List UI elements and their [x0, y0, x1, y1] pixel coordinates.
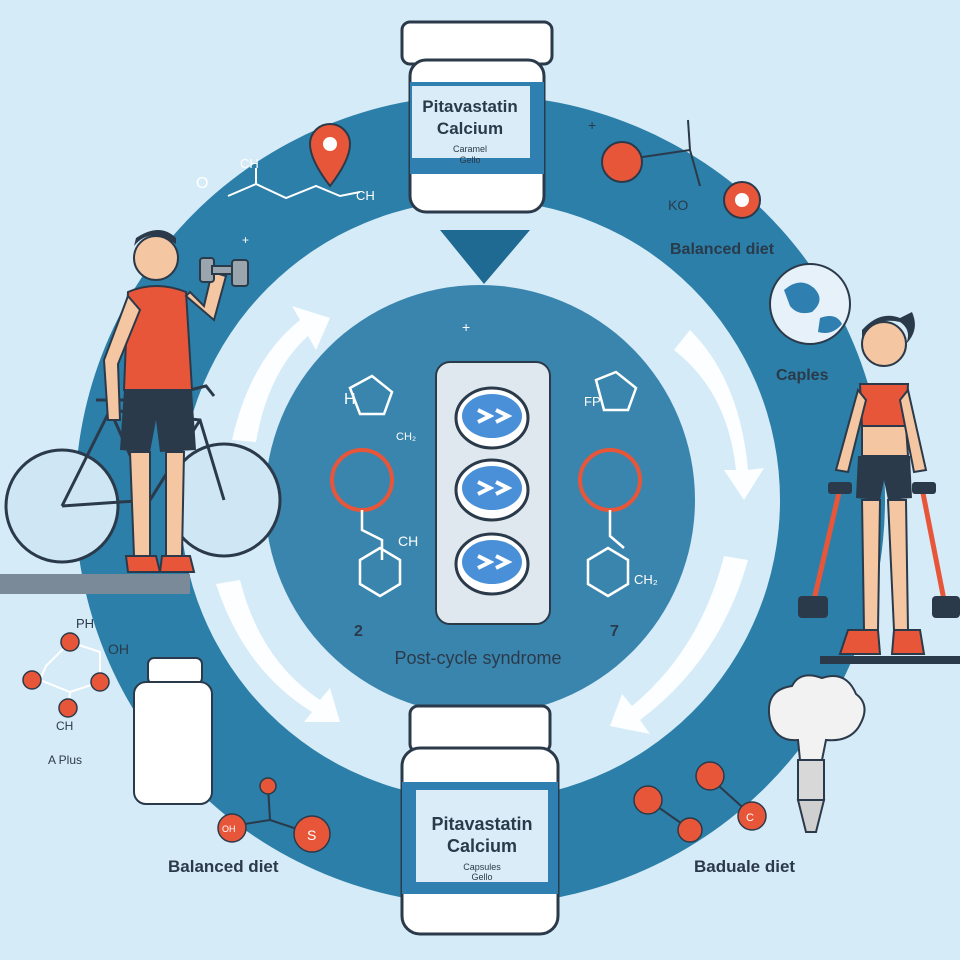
a-plus-label: A Plus	[48, 753, 82, 767]
resistance-band-icon	[811, 487, 947, 601]
left-platform	[0, 574, 190, 594]
dumbbell-icon	[199, 257, 249, 287]
top-bottle-cap	[400, 20, 554, 66]
pill-3	[454, 532, 530, 596]
svg-text:+: +	[242, 233, 249, 247]
top-bottle-sub2: Gello	[459, 155, 480, 165]
bottom-bottle-line1: Pitavastatin	[431, 814, 532, 834]
pill-2	[454, 458, 530, 522]
number-right: 7	[610, 623, 619, 640]
bottom-left-molecule	[217, 777, 331, 853]
center-molecule-right	[578, 370, 642, 598]
svg-text:+: +	[462, 319, 470, 335]
left-oh: OH	[108, 641, 129, 657]
top-bottle-line1: Pitavastatin	[422, 97, 517, 116]
brain-bulb-icon	[768, 674, 866, 833]
bottom-mol-s: S	[307, 827, 316, 843]
top-left-ch-top: CH	[240, 156, 259, 171]
woman-with-bands	[798, 312, 960, 664]
top-right-ko: KO	[668, 197, 688, 213]
svg-text:+: +	[588, 117, 596, 133]
center-right-ch2: CH₂	[634, 572, 658, 587]
left-ph: PH	[76, 616, 94, 631]
man-with-bicycle	[0, 230, 282, 594]
top-right-molecule	[601, 119, 761, 219]
top-bottle-line2: Calcium	[437, 119, 503, 138]
bottom-bottle: Pitavastatin Calcium Capsules Gello	[400, 704, 560, 936]
down-arrow	[440, 230, 530, 284]
center-left-h: H	[344, 391, 356, 408]
bottom-right-molecule	[633, 761, 767, 843]
cycle-arrows	[216, 306, 764, 734]
top-bottle: Pitavastatin Calcium Caramel Gello	[400, 20, 554, 214]
bottom-bottle-sub2: Gello	[471, 872, 492, 882]
center-left-ch2: CH₂	[396, 431, 416, 443]
globe-icon	[769, 263, 851, 345]
baduale-diet: Baduale diet	[694, 857, 795, 876]
top-bottle-label-panel	[412, 86, 530, 158]
man-shorts	[120, 390, 196, 452]
center-right-fp: FP	[584, 394, 601, 409]
post-cycle-label: Post-cycle syndrome	[394, 648, 561, 668]
center-molecule-left	[330, 374, 402, 598]
top-bottle-sub1: Caramel	[453, 144, 487, 154]
balanced-diet-top: Balanced diet	[670, 241, 775, 258]
arrow-lower-left	[216, 580, 340, 722]
capsules-label: Caples	[776, 367, 829, 384]
right-c: C	[746, 812, 754, 824]
supplement-bottle	[133, 657, 213, 805]
woman-shorts	[856, 456, 912, 500]
left-ch: CH	[56, 719, 73, 733]
right-floor	[820, 656, 960, 664]
bottom-bottle-label-panel	[416, 790, 548, 882]
blister-pack	[435, 361, 551, 625]
bottom-bottle-cap	[408, 704, 552, 754]
sparkles: + + +	[242, 117, 596, 335]
top-left-o: O	[196, 175, 208, 192]
bottom-mol-oh: OH	[222, 824, 236, 834]
top-left-ch-right: CH	[356, 188, 375, 203]
arrow-upper-right	[674, 330, 764, 500]
man-head	[133, 235, 179, 281]
balanced-diet-bottom: Balanced diet	[168, 857, 279, 876]
top-left-molecule	[227, 168, 361, 200]
pill-1	[454, 386, 530, 450]
man-tank-top	[122, 285, 194, 391]
number-left: 2	[354, 623, 363, 640]
arrow-lower-right	[610, 556, 748, 734]
bottom-bottle-sub1: Capsules	[463, 862, 501, 872]
bottom-bottle-line2: Calcium	[447, 836, 517, 856]
center-left-ch: CH	[398, 533, 418, 549]
location-pin-icon	[308, 123, 352, 188]
arrow-upper-left	[232, 306, 330, 442]
left-molecule	[22, 632, 110, 718]
